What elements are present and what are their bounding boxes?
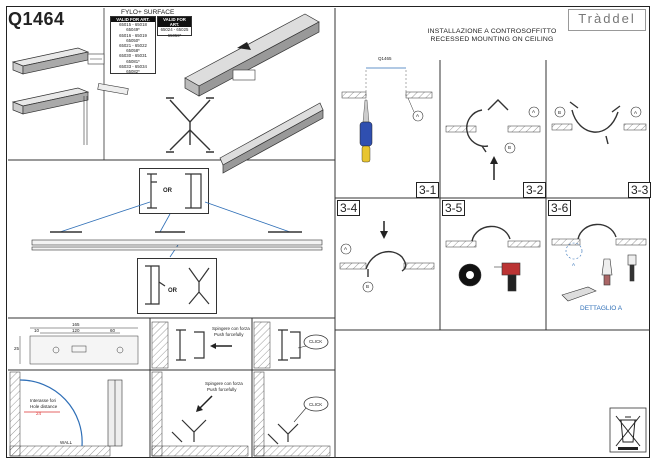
weee-bin-icon xyxy=(609,407,647,453)
valid-item: 65016 - 65019 xyxy=(119,32,147,38)
dettaglio-label: DETTAGLIO A xyxy=(580,305,623,312)
callout-a-33: A xyxy=(634,110,638,115)
profile-option-box-bottom xyxy=(137,258,217,314)
push-en-2: Push forcefully xyxy=(207,387,237,392)
click-label-2: CLICK xyxy=(309,402,323,407)
wall-label: WALL xyxy=(60,440,73,445)
brand-name: Tràddel xyxy=(578,11,636,26)
valid-item: 65050* xyxy=(126,37,140,43)
step-label-3-4: 3-4 xyxy=(337,200,361,216)
step-label-3-2: 3-2 xyxy=(523,182,547,198)
valid-item: 65033 - 65034 xyxy=(119,63,147,69)
step-label-3-3: 3-3 xyxy=(628,182,652,198)
valid-item: 65015 - 65018 xyxy=(119,22,147,28)
push-it-2: Spingere con forza xyxy=(205,381,243,386)
step-3-2-drawing xyxy=(445,99,541,180)
dimension-drawing xyxy=(19,327,139,365)
brand-logo: Tràddel xyxy=(568,9,646,31)
callout-b-34: B xyxy=(366,284,370,289)
valid-item: 65059* xyxy=(167,32,182,38)
install-title-en: RECESSED MOUNTING ON CEILING xyxy=(430,36,554,43)
profile-option-bottom-drawing xyxy=(145,265,210,305)
install-title-it: INSTALLAZIONE A CONTROSOFFITTO xyxy=(427,28,557,35)
click-step-1-drawing xyxy=(253,321,329,369)
connector-clip-drawing xyxy=(87,53,105,65)
valid-table-left: VALID FOR ART. 65015 - 65018 65049* 6501… xyxy=(110,16,156,74)
profile-section-y xyxy=(166,97,214,153)
step-3-1-drawing xyxy=(341,67,433,163)
dim-10: 10 xyxy=(34,328,40,333)
step-label-3-5: 3-5 xyxy=(442,200,466,216)
callout-a-31: A xyxy=(416,113,420,118)
dim-120: 120 xyxy=(72,328,80,333)
callout-a-32: A xyxy=(532,109,536,114)
valid-item: 65081* xyxy=(126,58,140,64)
profile-line-diagram xyxy=(31,201,323,258)
dim-165: 165 xyxy=(72,322,80,327)
click-label-1: CLICK xyxy=(309,339,323,344)
or-label-top: OR xyxy=(163,188,172,194)
dim-25: 25 xyxy=(14,346,20,351)
push-step-2-drawing xyxy=(151,371,249,457)
dim-q1465: Q1465 xyxy=(378,56,392,61)
profile-channels-drawing xyxy=(11,47,90,145)
step-3-5-drawing xyxy=(445,225,541,292)
install-title: INSTALLAZIONE A CONTROSOFFITTO RECESSED … xyxy=(408,28,576,44)
valid-item: 65021 - 65022 xyxy=(119,43,147,49)
valid-item: 65024 - 65025 xyxy=(160,27,189,33)
push-step-1-drawing xyxy=(151,321,232,369)
valid-item: 65082* xyxy=(126,69,140,75)
step-label-3-1: 3-1 xyxy=(416,182,440,198)
drawing-frame xyxy=(6,6,650,458)
valid-table-left-header: VALID FOR ART. xyxy=(111,17,155,23)
screws-drawing xyxy=(97,83,129,95)
dim-60: 60 xyxy=(110,328,116,333)
product-code: Q1464 xyxy=(8,9,65,29)
push-it-1: Spingere con forza xyxy=(212,326,250,331)
step-label-3-6: 3-6 xyxy=(548,200,572,216)
click-step-2-drawing xyxy=(253,371,331,457)
hole-distance-it: Interasse fori xyxy=(30,398,57,403)
valid-table-right: VALID FOR ART. 65024 - 65025 65059* xyxy=(157,16,192,38)
hole-distance-en: Hole distance xyxy=(30,404,58,409)
valid-table-right-header: VALID FOR ART. xyxy=(158,17,191,28)
step-3-3-drawing xyxy=(551,101,647,145)
product-title: FYLO+ SURFACE xyxy=(121,9,175,16)
callout-b-33: B xyxy=(558,110,562,115)
step-3-6-drawing xyxy=(551,223,647,302)
callout-a-34: A xyxy=(344,246,348,251)
or-label-bottom: OR xyxy=(168,288,177,294)
valid-item: 65049* xyxy=(126,27,140,33)
valid-item: 65058* xyxy=(126,48,140,54)
step-3-4-drawing xyxy=(339,221,435,293)
wall-corner-drawing xyxy=(9,371,123,457)
callout-b-32: B xyxy=(508,145,512,150)
profile-perspective-drawing xyxy=(184,13,324,174)
dim-24: 24 xyxy=(36,411,42,416)
valid-item: 65030 - 65031 xyxy=(119,53,147,59)
push-en-1: Push forcefully xyxy=(214,332,244,337)
callout-a-36: A xyxy=(572,262,576,267)
profile-option-top-drawing xyxy=(147,173,202,209)
